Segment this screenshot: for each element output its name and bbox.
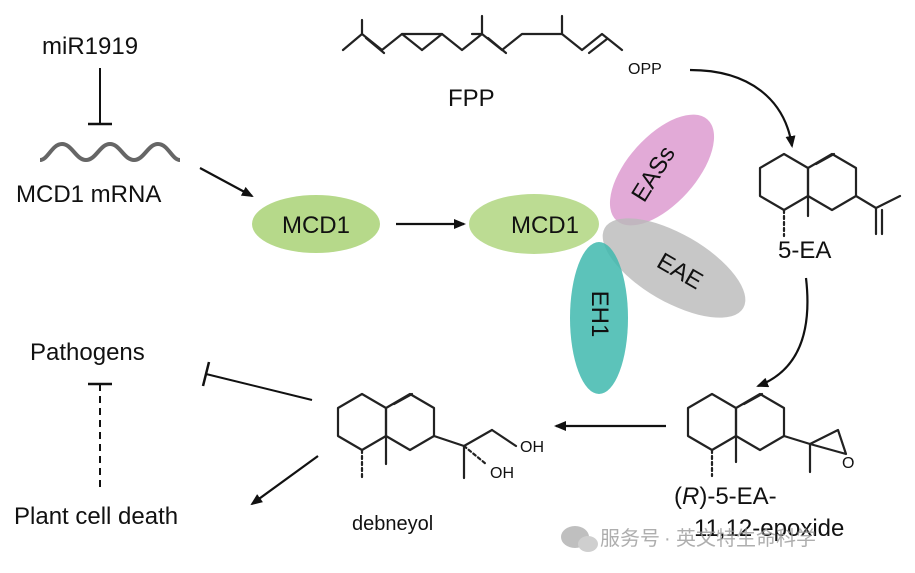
- 5-ea-structure: [758, 152, 902, 238]
- watermark-service: 服务号: [600, 527, 660, 550]
- mcd1-complex-ellipse: [469, 194, 599, 254]
- debneyol-structure: [336, 392, 518, 482]
- eass-enzyme-ellipse: [609, 114, 715, 226]
- mir1919-label: miR1919: [42, 33, 138, 60]
- mcd1-protein-ellipse: [252, 195, 380, 253]
- fpp-label: FPP: [448, 85, 495, 112]
- epoxide-name-line1: (R)-5-EA-: [674, 483, 777, 510]
- arrow-fpp-to-5ea: [689, 68, 796, 148]
- eh1-enzyme-ellipse: [570, 242, 628, 394]
- debneyol-label: debneyol: [352, 513, 433, 535]
- eh1-label: EH1: [586, 291, 613, 338]
- epoxide-stereo-label: R: [682, 483, 699, 510]
- mcd1-mrna-label: MCD1 mRNA: [16, 181, 161, 208]
- epoxide-name-line2: 11,12-epoxide: [694, 515, 844, 542]
- watermark-name: 英文特生命科学: [676, 527, 816, 550]
- watermark-separator: ·: [664, 528, 671, 550]
- debneyol-inhibits-pathogens-bar: [201, 361, 211, 387]
- mrna-wave-icon: [39, 141, 181, 163]
- epoxide-name-suffix: )-5-EA-: [699, 483, 776, 510]
- epoxide-oxygen-label: O: [842, 455, 854, 472]
- eae-enzyme-ellipse: [602, 218, 746, 318]
- epoxide-paren-open: (: [674, 483, 682, 510]
- arrow-5ea-to-epoxide: [756, 277, 809, 388]
- epoxide-structure: [686, 392, 848, 478]
- arrow-mrna-to-mcd1: [199, 167, 254, 197]
- fpp-structure: [341, 14, 624, 55]
- debneyol-inhibits-pathogens-line: [205, 373, 313, 401]
- wechat-watermark: 服务号 · 英文特生命科学: [561, 526, 816, 552]
- opp-label: OPP: [628, 61, 662, 78]
- plant-cell-death-label: Plant cell death: [14, 503, 178, 530]
- wechat-logo-icon-small: [578, 536, 598, 552]
- 5-ea-label: 5-EA: [778, 237, 831, 264]
- mcd1-complex-label: MCD1: [511, 212, 579, 239]
- arrow-debneyol-to-cell-death: [250, 455, 319, 506]
- pathogens-label: Pathogens: [30, 339, 145, 366]
- debneyol-oh-secondary: OH: [490, 465, 514, 482]
- mcd1-protein-label: MCD1: [282, 212, 350, 239]
- debneyol-oh-primary: OH: [520, 439, 544, 456]
